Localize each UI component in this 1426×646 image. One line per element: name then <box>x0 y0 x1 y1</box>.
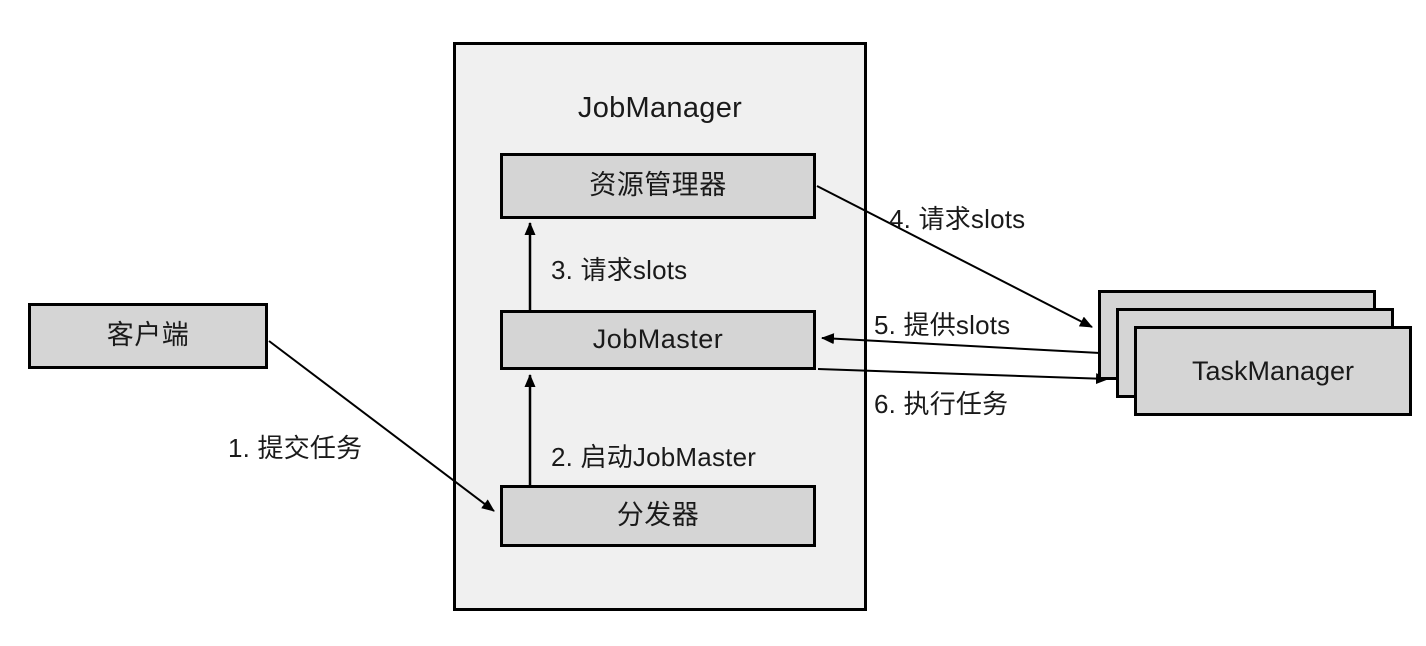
node-resource-manager-label: 资源管理器 <box>589 170 727 201</box>
edge-label-4: 4. 请求slots <box>889 204 1026 234</box>
edge-label-2: 2. 启动JobMaster <box>551 442 757 472</box>
node-jobmaster[interactable]: JobMaster <box>500 310 816 370</box>
jobmanager-title: JobManager <box>577 92 743 124</box>
edge-5-offer-slots <box>821 333 1101 354</box>
node-dispatcher-label: 分发器 <box>616 500 700 531</box>
edge-4-request-slots <box>816 185 1093 328</box>
node-jobmaster-label: JobMaster <box>592 324 724 355</box>
node-taskmanager[interactable]: TaskManager <box>1134 326 1412 416</box>
edge-label-3: 3. 请求slots <box>551 255 688 285</box>
edge-label-1: 1. 提交任务 <box>228 433 363 463</box>
edge-6-execute-task <box>817 368 1109 385</box>
node-dispatcher[interactable]: 分发器 <box>500 485 816 547</box>
node-client[interactable]: 客户端 <box>28 303 268 369</box>
node-taskmanager-label: TaskManager <box>1191 355 1355 386</box>
edge-1-submit-job <box>268 340 495 512</box>
edge-label-5: 5. 提供slots <box>874 310 1011 340</box>
edge-label-6: 6. 执行任务 <box>874 389 1009 419</box>
node-client-label: 客户端 <box>106 320 190 351</box>
node-resource-manager[interactable]: 资源管理器 <box>500 153 816 219</box>
